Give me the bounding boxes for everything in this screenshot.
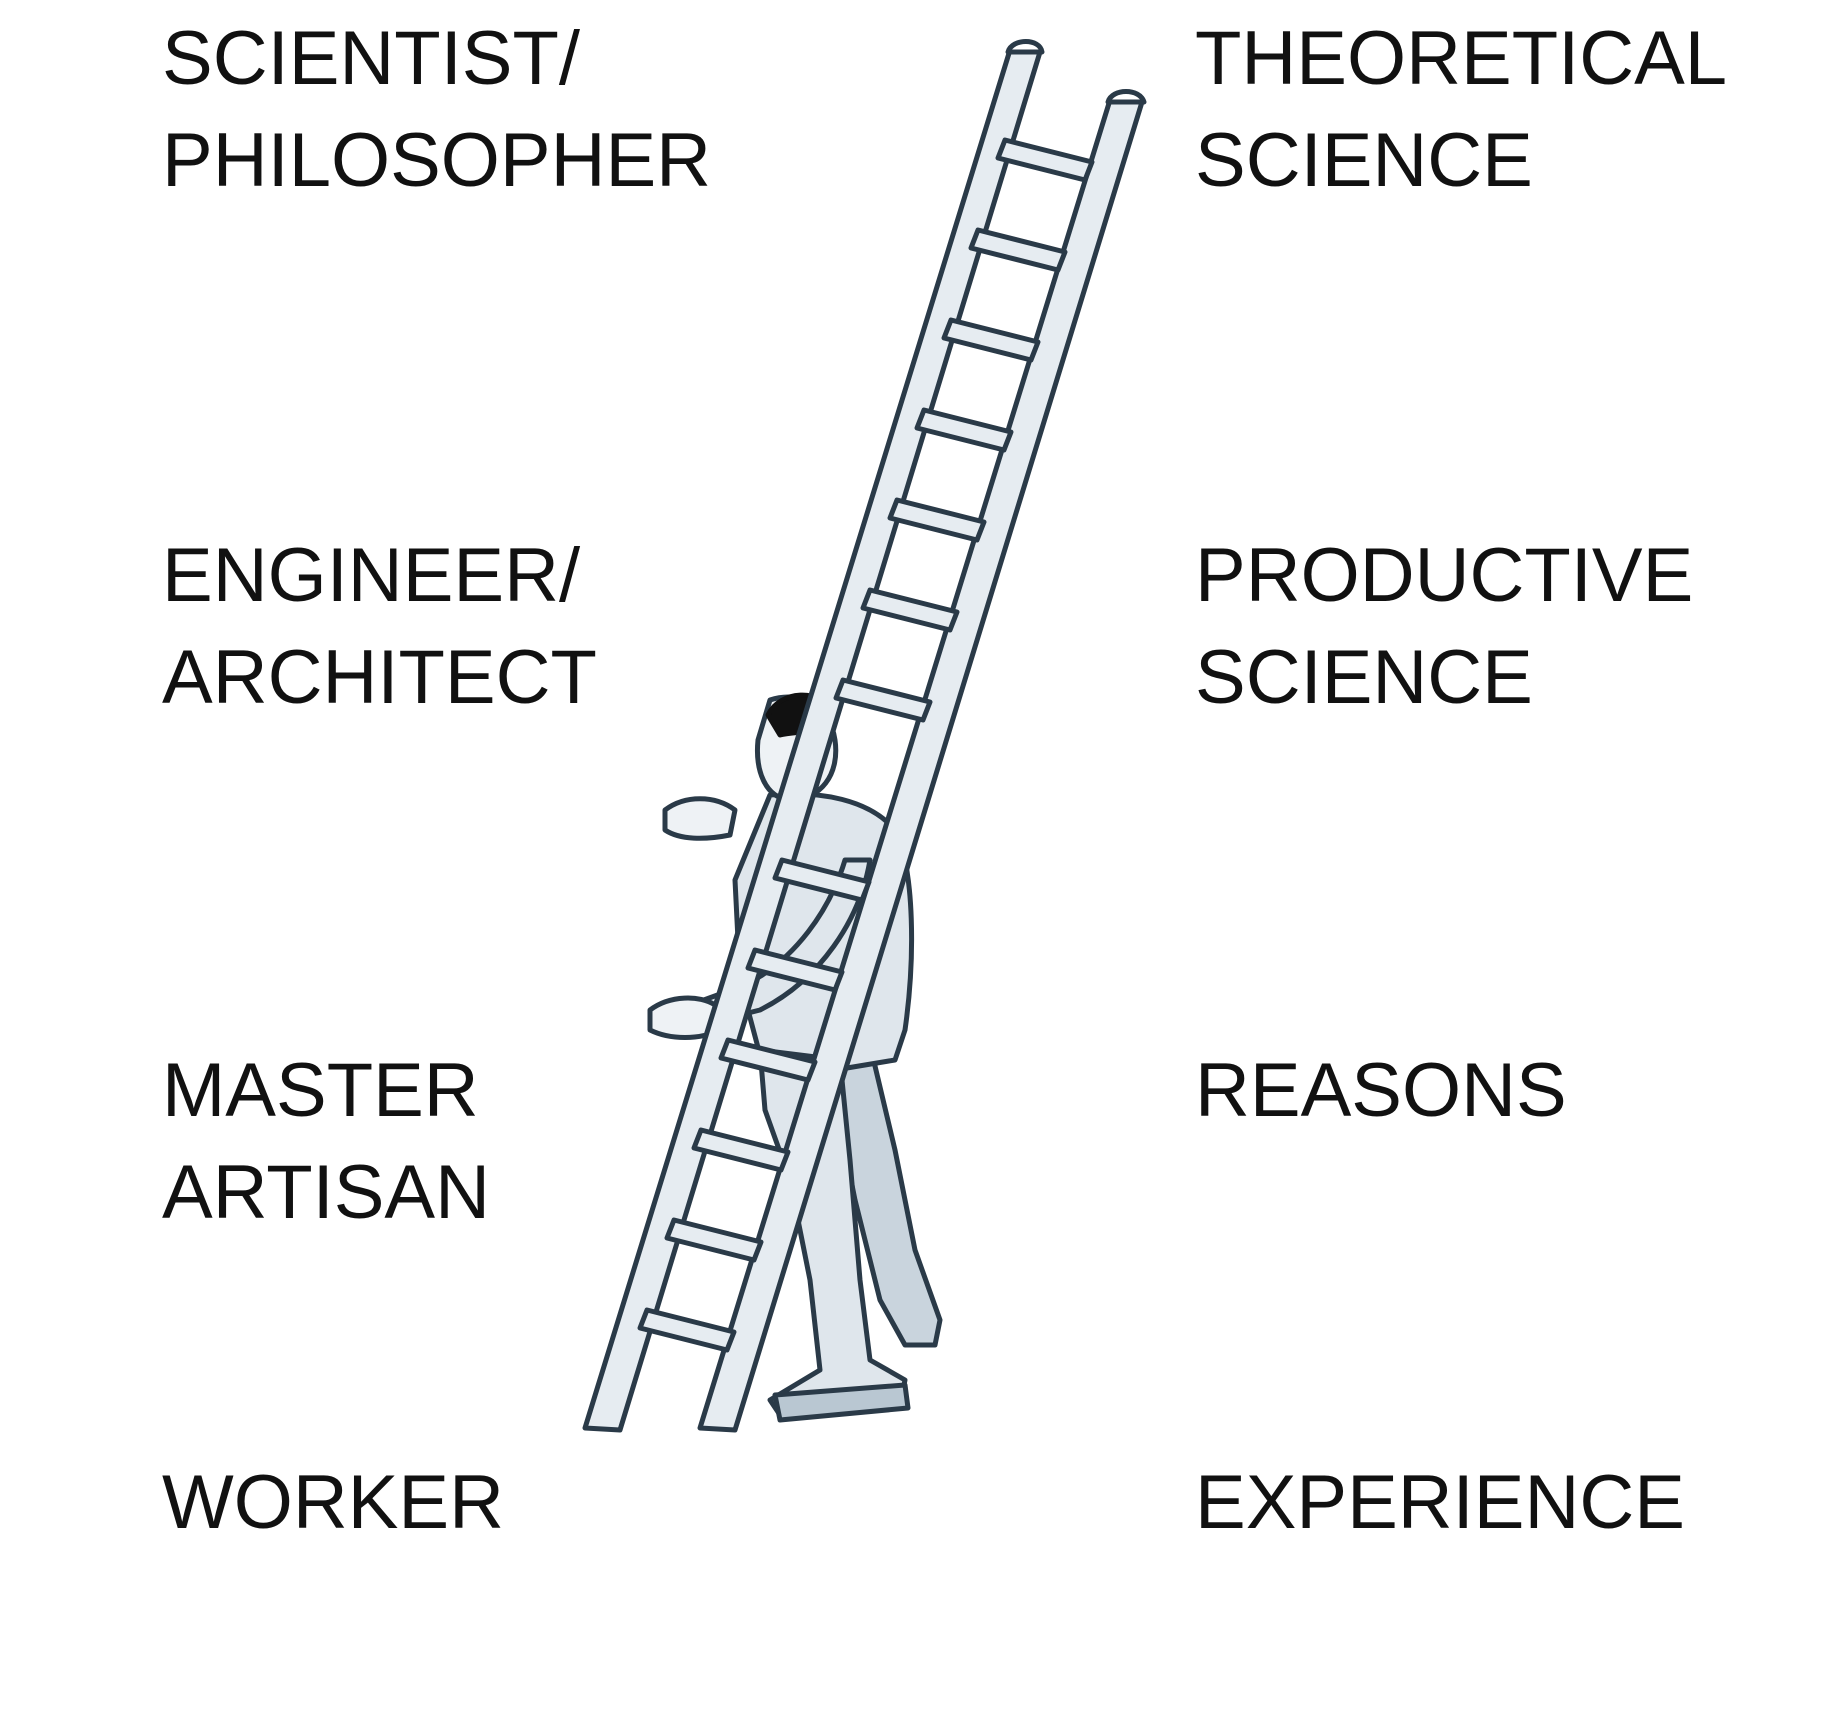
ladder-rung xyxy=(772,857,872,903)
knowledge-experience: EXPERIENCE xyxy=(1195,1452,1685,1554)
role-line: MASTER xyxy=(162,1048,479,1133)
role-line: PHILOSOPHER xyxy=(162,118,712,203)
ladder-rung xyxy=(995,137,1095,183)
role-line: SCIENTIST/ xyxy=(162,16,581,101)
ladder-rung xyxy=(968,227,1068,273)
role-line: ENGINEER/ xyxy=(162,533,581,618)
role-worker: WORKER xyxy=(162,1452,504,1554)
ladder-rung xyxy=(664,1217,764,1263)
ladder-top-cap xyxy=(1005,39,1045,55)
ladder-rung xyxy=(691,1127,791,1173)
knowledge-line: SCIENCE xyxy=(1195,635,1533,720)
ladder-rung xyxy=(718,1037,818,1083)
ladder-rung xyxy=(745,947,845,993)
ladder xyxy=(582,39,1147,1433)
upper-hand xyxy=(662,796,738,841)
role-line: ARTISAN xyxy=(162,1150,491,1235)
ladder-rung xyxy=(860,587,960,633)
knowledge-theoretical-science: THEORETICAL SCIENCE xyxy=(1195,8,1727,212)
knowledge-line: REASONS xyxy=(1195,1048,1567,1133)
knowledge-line: SCIENCE xyxy=(1195,118,1533,203)
knowledge-productive-science: PRODUCTIVE SCIENCE xyxy=(1195,525,1693,729)
role-line: ARCHITECT xyxy=(162,635,597,720)
role-master-artisan: MASTER ARTISAN xyxy=(162,1040,490,1244)
knowledge-line: EXPERIENCE xyxy=(1195,1460,1685,1545)
ladder-rung xyxy=(833,677,933,723)
ladder-rung xyxy=(637,1307,737,1353)
knowledge-line: THEORETICAL xyxy=(1195,16,1728,101)
ladder-rung xyxy=(887,497,987,543)
knowledge-line: PRODUCTIVE xyxy=(1195,533,1694,618)
shoe xyxy=(772,1382,911,1423)
ladder-rung xyxy=(914,407,1014,453)
role-scientist-philosopher: SCIENTIST/ PHILOSOPHER xyxy=(162,8,711,212)
ladder-rung xyxy=(941,317,1041,363)
role-line: WORKER xyxy=(162,1460,504,1545)
knowledge-reasons: REASONS xyxy=(1195,1040,1567,1142)
ladder-top-cap xyxy=(1105,89,1147,105)
role-engineer-architect: ENGINEER/ ARCHITECT xyxy=(162,525,597,729)
